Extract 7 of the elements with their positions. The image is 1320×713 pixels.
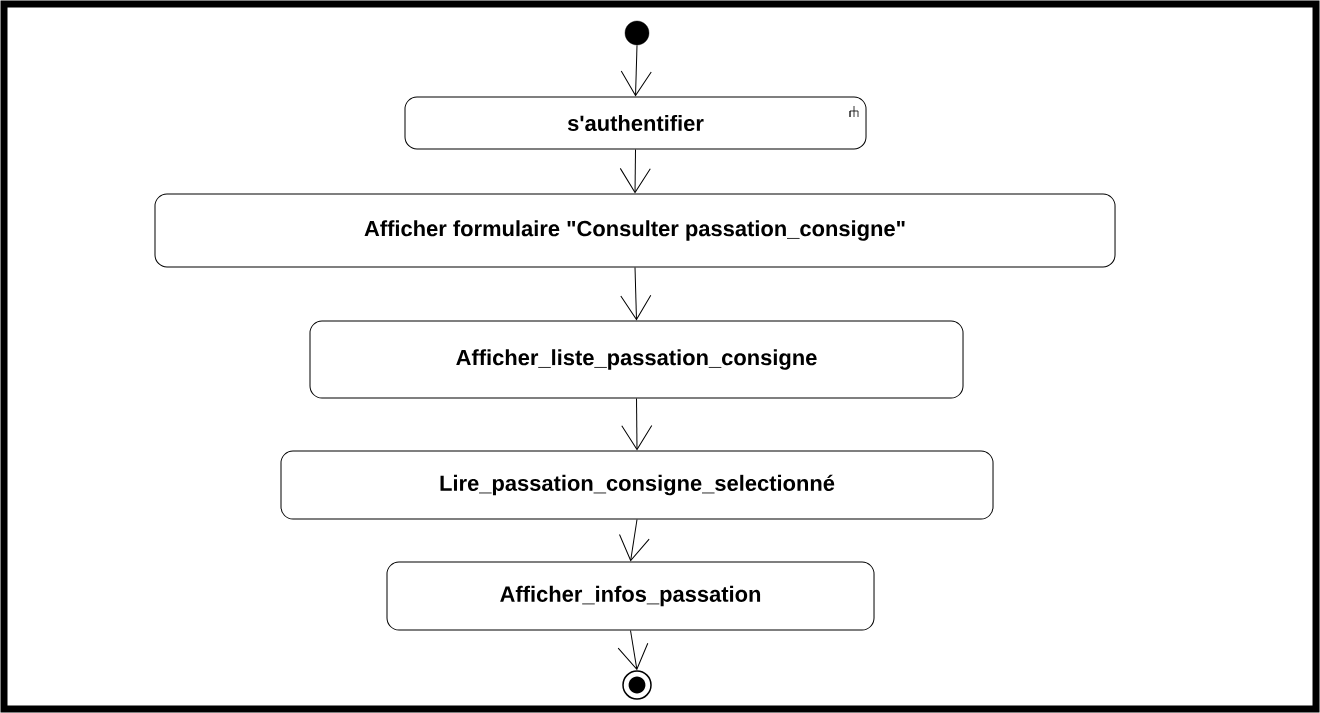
activity-box: Afficher formulaire "Consulter passation_consigne" <box>154 193 1116 268</box>
activity-box: Lire_passation_consigne_selectionné <box>280 450 994 520</box>
activity-box: Afficher_infos_passation <box>386 561 875 631</box>
end-node <box>622 670 652 700</box>
activity-box: s'authentifier <box>404 96 867 150</box>
activity-box: Afficher_liste_passation_consigne <box>309 320 964 399</box>
start-node <box>624 20 650 46</box>
